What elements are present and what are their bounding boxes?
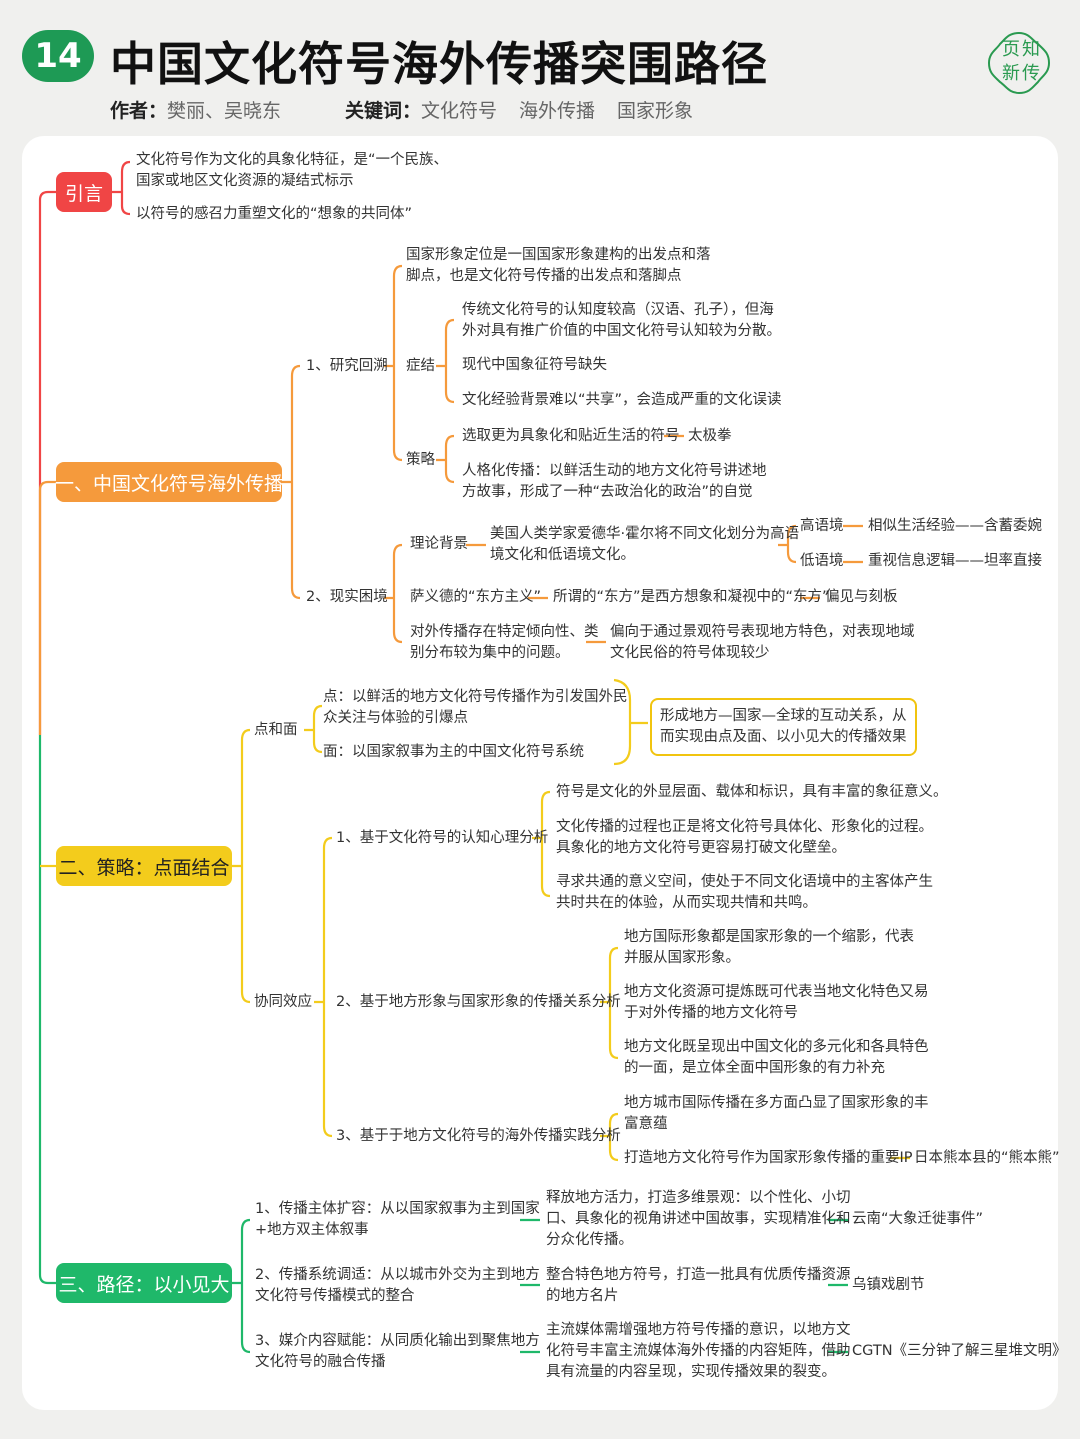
low-context-node: 低语境 [800, 553, 844, 569]
brand-logo-icon [987, 31, 1051, 95]
strategy-item: 选取更为具象化和贴近生活的符号 [462, 428, 680, 444]
strategy-node: 策略 [406, 452, 435, 468]
strategy-item: 人格化传播：以鲜活生动的地方文化符号讲述地方故事，形成了一种“去政治化的政治”的… [462, 463, 767, 500]
keyword: 文化符号 [421, 100, 498, 122]
positioning-text: 国家形象定位是一国国家形象建构的出发点和落脚点，也是文化符号传播的出发点和落脚点 [406, 247, 711, 284]
keywords-label: 关键词： [345, 100, 422, 122]
orientalism-text: 所谓的“东方”是西方想象和凝视中的“东方” [553, 589, 830, 605]
path-example: 云南“大象迁徙事件” [852, 1211, 984, 1227]
theory-text: 美国人类学家爱德华·霍尔将不同文化划分为高语境文化和低语境文化。 [490, 526, 800, 563]
analysis-3-node: 3、基于于地方文化符号的海外传播实践分析 [336, 1128, 621, 1144]
analysis-1-item: 寻求共通的意义空间，使处于不同文化语境中的主客体产生共时共在的体验，从而实现共情… [556, 874, 933, 911]
analysis-2-item: 地方文化既呈现出中国文化的多元化和各具特色的一面，是立体全面中国形象的有力补充 [624, 1039, 929, 1076]
analysis-1-node: 1、基于文化符号的认知心理分析 [336, 830, 549, 846]
path-detail: 释放地方活力，打造多维景观：以个性化、小切口、具象化的视角讲述中国故事，实现精准… [546, 1190, 851, 1248]
author-names: 樊丽、吴晓东 [167, 100, 282, 122]
path-detail: 主流媒体需增强地方符号传播的意识，以地方文化符号丰富主流媒体海外传播的内容矩阵，… [546, 1322, 851, 1380]
number-badge: 14 [22, 30, 94, 82]
analysis-2-item: 地方文化资源可提炼既可代表当地文化特色又易于对外传播的地方文化符号 [624, 984, 929, 1021]
intro-text: 以符号的感召力重塑文化的“想象的共同体” [136, 206, 413, 222]
point-text: 点：以鲜活的地方文化符号传播作为引发国外民众关注与体验的引爆点 [323, 689, 628, 726]
high-context-node: 高语境 [800, 518, 844, 534]
analysis-3-example: 日本熊本县的“熊本熊” [914, 1150, 1060, 1166]
theory-node: 理论背景 [410, 536, 468, 552]
high-context-text: 相似生活经验——含蓄委婉 [868, 518, 1042, 534]
analysis-3-item: 打造地方文化符号作为国家形象传播的重要IP [624, 1150, 913, 1166]
orientalism-node: 萨义德的“东方主义” [410, 589, 542, 605]
path-label: 3、媒介内容赋能：从同质化输出到聚焦地方文化符号的融合传播 [255, 1333, 540, 1370]
keyword: 海外传播 [519, 100, 596, 122]
page-title: 中国文化符号海外传播突围路径 [110, 37, 768, 91]
path-example: 乌镇戏剧节 [852, 1277, 925, 1293]
bias-detail: 偏向于通过景观符号表现地方特色，对表现地域文化民俗的符号体现较少 [610, 624, 915, 661]
part1-node: 一、中国文化符号海外传播 [55, 462, 283, 502]
bias-node: 对外传播存在特定倾向性、类别分布较为集中的问题。 [410, 624, 599, 661]
dilemma-node: 2、现实困境 [306, 589, 388, 605]
review-node: 1、研究回溯 [306, 358, 388, 374]
intro-text: 文化符号作为文化的具象化特征，是“一个民族、国家或地区文化资源的凝结式标示 [136, 152, 449, 189]
part3-node: 三、路径：以小见大 [56, 1263, 232, 1303]
analysis-1-item: 符号是文化的外显层面、载体和标识，具有丰富的象征意义。 [556, 784, 948, 800]
symptom-node: 症结 [406, 358, 435, 374]
analysis-2-node: 2、基于地方形象与国家形象的传播关系分析 [336, 994, 621, 1010]
point-area-node: 点和面 [254, 722, 298, 738]
low-context-text: 重视信息逻辑——坦率直接 [868, 553, 1042, 569]
synergy-node: 协同效应 [254, 994, 312, 1010]
analysis-3-item: 地方城市国际传播在多方面凸显了国家形象的丰富意蕴 [624, 1095, 929, 1132]
path-detail: 整合特色地方符号，打造一批具有优质传播资源的地方名片 [546, 1267, 851, 1304]
point-area-result: 形成地方—国家—全球的互动关系，从而实现由点及面、以小见大的传播效果 [650, 698, 917, 756]
strategy-example: 太极拳 [688, 428, 732, 444]
keywords-line: 关键词：文化符号海外传播国家形象 [345, 96, 693, 123]
mindmap-card [22, 136, 1058, 1410]
intro-node: 引言 [56, 172, 112, 212]
symptom-item: 现代中国象征符号缺失 [462, 357, 607, 373]
author-line: 作者：樊丽、吴晓东 [110, 96, 281, 123]
part2-node: 二、策略：点面结合 [56, 846, 232, 886]
path-label: 1、传播主体扩容：从以国家叙事为主到国家+地方双主体叙事 [255, 1201, 540, 1238]
author-label: 作者： [110, 100, 168, 122]
area-text: 面：以国家叙事为主的中国文化符号系统 [323, 744, 584, 760]
symptom-item: 文化经验背景难以“共享”，会造成严重的文化误读 [462, 392, 782, 408]
keyword: 国家形象 [617, 100, 694, 122]
path-example: CGTN《三分钟了解三星堆文明》 [852, 1343, 1067, 1359]
path-label: 2、传播系统调适：从以城市外交为主到地方文化符号传播模式的整合 [255, 1267, 540, 1304]
brand-logo-text: 页知新传 [1002, 39, 1042, 84]
orientalism-result: 偏见与刻板 [825, 589, 898, 605]
symptom-item: 传统文化符号的认知度较高（汉语、孔子），但海外对具有推广价值的中国文化符号认知较… [462, 302, 781, 339]
analysis-2-item: 地方国际形象都是国家形象的一个缩影，代表并服从国家形象。 [624, 929, 914, 966]
analysis-1-item: 文化传播的过程也正是将文化符号具体化、形象化的过程。具象化的地方文化符号更容易打… [556, 819, 933, 856]
